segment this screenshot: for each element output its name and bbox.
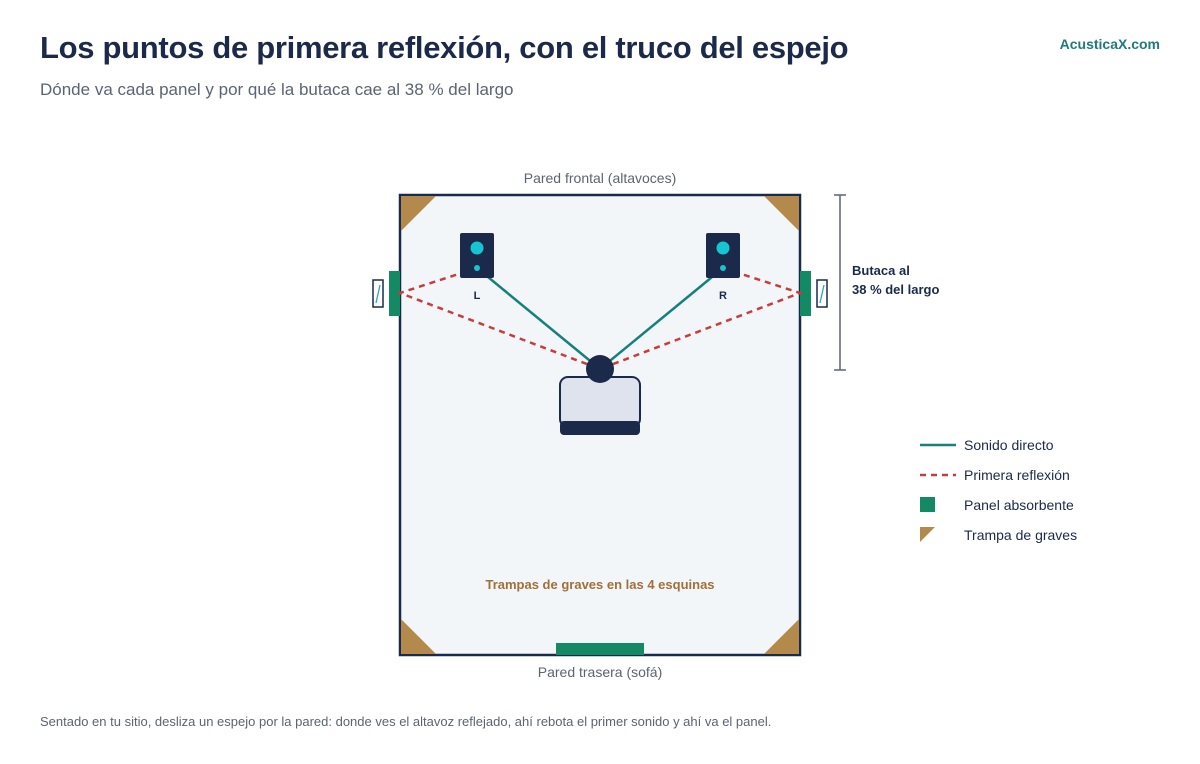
legend-label-bass-trap: Trampa de graves — [964, 527, 1077, 543]
front-wall-label: Pared frontal (altavoces) — [524, 170, 677, 186]
footer-note: Sentado en tu sitio, desliza un espejo p… — [40, 714, 772, 729]
legend: Sonido directo Primera reflexión Panel a… — [920, 437, 1077, 543]
back-wall-label: Pared trasera (sofá) — [538, 664, 663, 680]
speaker-right-label: R — [719, 290, 727, 302]
bass-trap-top-left — [401, 196, 436, 231]
page-title: Los puntos de primera reflexión, con el … — [40, 30, 849, 65]
speaker-left — [460, 233, 494, 278]
legend-item-direct: Sonido directo — [920, 437, 1054, 453]
first-reflection-paths — [396, 266, 804, 371]
legend-bass-trap-swatch — [920, 527, 935, 542]
bass-trap-top-right — [764, 196, 799, 231]
listener-head-icon — [586, 355, 614, 383]
reflection-path-right — [599, 266, 804, 371]
panel-right-wall — [800, 271, 811, 316]
legend-item-reflection: Primera reflexión — [920, 467, 1070, 483]
speaker-left-label: L — [474, 290, 481, 302]
mirror-icon-right — [816, 279, 828, 308]
page-subtitle: Dónde va cada panel y por qué la butaca … — [40, 80, 514, 99]
speaker-right — [706, 233, 740, 278]
brand-link[interactable]: AcusticaX.com — [1059, 36, 1160, 52]
bass-trap-bottom-right — [764, 619, 799, 654]
seat-position-label-line1: Butaca al — [852, 263, 910, 278]
legend-label-direct: Sonido directo — [964, 437, 1054, 453]
direct-sound-paths — [476, 267, 724, 370]
direct-path-right — [599, 267, 724, 370]
legend-panel-swatch — [920, 497, 935, 512]
direct-path-left — [476, 267, 601, 370]
seat-position-dimension — [834, 194, 846, 371]
legend-label-reflection: Primera reflexión — [964, 467, 1070, 483]
panel-back-wall — [556, 643, 644, 655]
mirror-icon-left — [372, 279, 384, 308]
legend-label-panel: Panel absorbente — [964, 497, 1074, 513]
seat-position-label-line2: 38 % del largo — [852, 282, 939, 297]
bass-traps-note: Trampas de graves en las 4 esquinas — [485, 577, 714, 592]
panel-left-wall — [389, 271, 400, 316]
legend-item-panel: Panel absorbente — [920, 497, 1074, 513]
legend-item-bass-trap: Trampa de graves — [920, 527, 1077, 543]
sofa-icon — [559, 376, 641, 435]
reflection-path-left — [396, 266, 601, 371]
bass-trap-bottom-left — [401, 619, 436, 654]
